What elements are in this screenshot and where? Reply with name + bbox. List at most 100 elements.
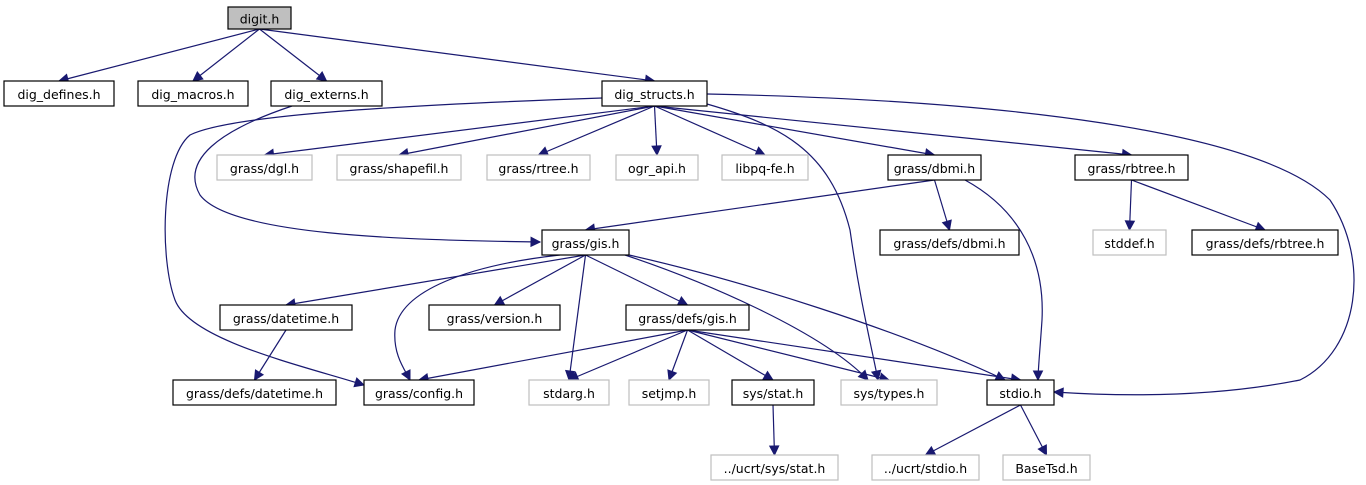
node-label: grass/defs/rbtree.h bbox=[1206, 236, 1325, 251]
arrowhead bbox=[493, 295, 506, 306]
node-label: setjmp.h bbox=[642, 386, 697, 401]
node-digit[interactable]: digit.h bbox=[227, 6, 292, 30]
node-label: grass/datetime.h bbox=[233, 311, 339, 326]
node-box bbox=[871, 454, 980, 481]
arrowhead bbox=[564, 369, 576, 382]
arrowhead bbox=[651, 145, 662, 157]
node-label: BaseTsd.h bbox=[1015, 461, 1077, 476]
node-grass-defs-rbtree[interactable]: grass/defs/rbtree.h bbox=[1191, 229, 1339, 256]
edge-grass_defs_gis-to-setjmp bbox=[667, 329, 689, 382]
edge-grass_dbmi-to-grass_defs_dbmi bbox=[933, 179, 952, 232]
node-box bbox=[336, 154, 462, 181]
node-grass-defs-gis[interactable]: grass/defs/gis.h bbox=[625, 304, 750, 331]
edge-dig_structs-to-grass_rbtree bbox=[654, 105, 1133, 160]
node-box bbox=[601, 80, 708, 107]
node-dig-externs[interactable]: dig_externs.h bbox=[270, 80, 383, 107]
node-grass-version[interactable]: grass/version.h bbox=[428, 304, 561, 331]
node-ucrt-stdio: ../ucrt/stdio.h bbox=[871, 454, 980, 481]
node-grass-dgl: grass/dgl.h bbox=[216, 154, 313, 181]
node-grass-rbtree[interactable]: grass/rbtree.h bbox=[1074, 154, 1189, 181]
node-label: grass/dbmi.h bbox=[894, 161, 975, 176]
node-grass-dbmi[interactable]: grass/dbmi.h bbox=[887, 154, 982, 181]
node-box bbox=[227, 6, 292, 30]
node-label: dig_externs.h bbox=[284, 87, 368, 102]
node-grass-rtree: grass/rtree.h bbox=[486, 154, 591, 181]
node-label: sys/types.h bbox=[854, 386, 925, 401]
node-label: grass/gis.h bbox=[552, 236, 620, 251]
node-sys-stat[interactable]: sys/stat.h bbox=[731, 379, 815, 406]
node-grass-config[interactable]: grass/config.h bbox=[363, 379, 475, 406]
node-libpq-fe: libpq-fe.h bbox=[721, 154, 809, 181]
node-label: stdio.h bbox=[999, 386, 1041, 401]
node-box bbox=[172, 379, 337, 406]
arrowhead bbox=[1032, 370, 1044, 382]
edge-stdio-to-ucrt_stdio bbox=[924, 404, 1021, 456]
edge-grass_dbmi-to-grass_gis bbox=[584, 179, 935, 234]
node-label: ../ucrt/stdio.h bbox=[884, 461, 967, 476]
node-dig-macros[interactable]: dig_macros.h bbox=[137, 80, 249, 107]
node-grass-shapefil: grass/shapefil.h bbox=[336, 154, 462, 181]
node-basetsd: BaseTsd.h bbox=[1002, 454, 1091, 481]
node-box bbox=[428, 304, 561, 331]
node-box bbox=[528, 379, 610, 406]
edge-dig_structs-to-stdio bbox=[706, 93, 1355, 398]
node-box bbox=[887, 154, 982, 181]
node-label: grass/version.h bbox=[447, 311, 543, 326]
arrowhead bbox=[1052, 387, 1064, 398]
node-label: grass/defs/gis.h bbox=[638, 311, 737, 326]
node-box bbox=[137, 80, 249, 107]
node-label: grass/defs/dbmi.h bbox=[893, 236, 1005, 251]
node-box bbox=[1092, 229, 1167, 256]
node-box bbox=[625, 304, 750, 331]
node-grass-defs-dbmi[interactable]: grass/defs/dbmi.h bbox=[879, 229, 1020, 256]
node-sys-types: sys/types.h bbox=[840, 379, 938, 406]
edge-grass_defs_gis-to-grass_config bbox=[417, 329, 688, 384]
edge-digit-to-dig_macros bbox=[192, 28, 260, 82]
node-ucrt-sys-stat: ../ucrt/sys/stat.h bbox=[710, 454, 839, 481]
edge-sys_stat-to-ucrt_sys_stat bbox=[768, 404, 780, 457]
node-label: sys/stat.h bbox=[743, 386, 804, 401]
arrowhead bbox=[315, 70, 328, 82]
arrowhead bbox=[768, 445, 780, 457]
node-box bbox=[1191, 229, 1339, 256]
edge-dig_externs-to-grass_gis bbox=[194, 105, 542, 248]
edge-grass_defs_gis-to-sys_stat bbox=[687, 329, 774, 381]
node-box bbox=[219, 304, 353, 331]
arrowhead bbox=[537, 146, 550, 157]
arrowhead bbox=[941, 219, 952, 232]
node-box bbox=[270, 80, 383, 107]
node-grass-datetime[interactable]: grass/datetime.h bbox=[219, 304, 353, 331]
edge-grass_dbmi-to-stdio bbox=[964, 179, 1044, 382]
node-grass-gis[interactable]: grass/gis.h bbox=[541, 229, 630, 256]
node-box bbox=[628, 379, 710, 406]
node-stdio[interactable]: stdio.h bbox=[986, 379, 1055, 406]
arrowhead bbox=[253, 369, 265, 381]
node-dig-structs[interactable]: dig_structs.h bbox=[601, 80, 708, 107]
edge-digit-to-dig_defines bbox=[57, 28, 260, 84]
node-label: grass/config.h bbox=[375, 386, 463, 401]
node-dig-defines[interactable]: dig_defines.h bbox=[3, 80, 115, 107]
arrowhead bbox=[924, 445, 937, 456]
node-box bbox=[3, 80, 115, 107]
edge-digit-to-dig_externs bbox=[259, 28, 328, 82]
node-box bbox=[216, 154, 313, 181]
edge-grass_datetime-to-grass_defs_datetime bbox=[253, 329, 287, 381]
arrowhead bbox=[870, 369, 882, 382]
arrowhead bbox=[530, 236, 542, 248]
edge-grass_gis-to-grass_defs_gis bbox=[585, 254, 689, 306]
node-label: grass/shapefil.h bbox=[350, 161, 449, 176]
node-box bbox=[1074, 154, 1189, 181]
node-box bbox=[1002, 454, 1091, 481]
node-box bbox=[710, 454, 839, 481]
node-label: digit.h bbox=[240, 12, 280, 27]
arrowhead bbox=[401, 369, 411, 382]
node-label: grass/rbtree.h bbox=[1087, 161, 1175, 176]
node-ogr-api: ogr_api.h bbox=[615, 154, 699, 181]
edge-grass_gis-to-stdarg bbox=[564, 254, 587, 382]
node-setjmp: setjmp.h bbox=[628, 379, 710, 406]
edge-dig_structs-to-grass_dgl bbox=[263, 105, 655, 160]
node-label: dig_structs.h bbox=[614, 87, 694, 102]
node-grass-defs-datetime[interactable]: grass/defs/datetime.h bbox=[172, 379, 337, 406]
edge-dig_structs-to-libpq_fe bbox=[654, 105, 767, 157]
node-box bbox=[486, 154, 591, 181]
